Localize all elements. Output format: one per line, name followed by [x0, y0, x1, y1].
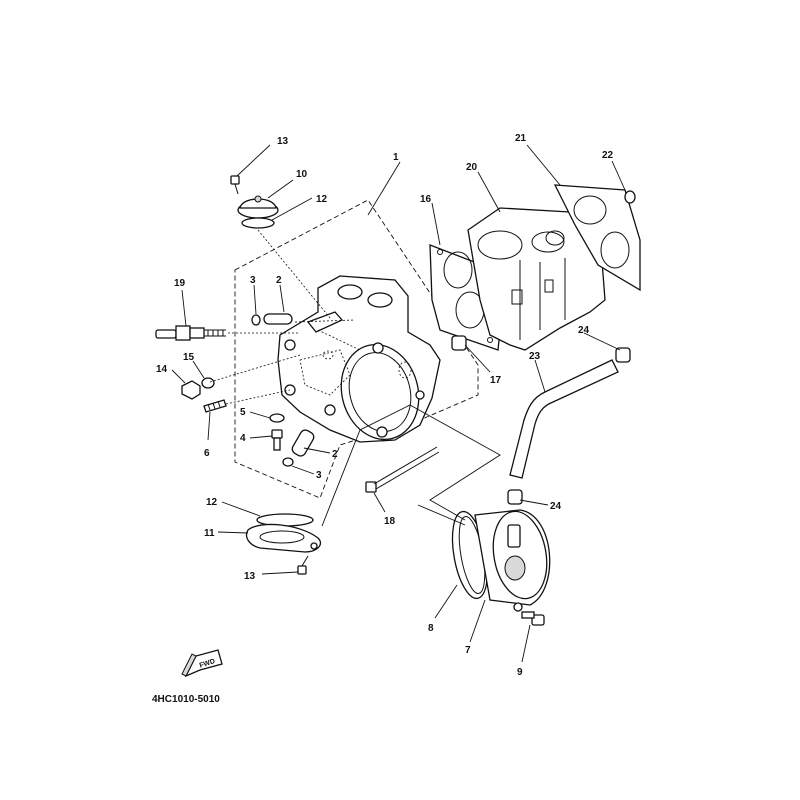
washer-5 — [269, 413, 285, 423]
washer-15 — [201, 377, 215, 389]
hose-clamp-24-top — [615, 347, 631, 363]
callout-22: 22 — [602, 150, 614, 161]
pin-3-bottom — [282, 457, 294, 467]
callout-12-bottom: 12 — [206, 497, 218, 508]
callout-3-bottom: 3 — [316, 470, 322, 481]
callout-13-top: 13 — [277, 136, 289, 147]
long-bolt-18 — [365, 446, 440, 493]
dowel-pin-22 — [624, 190, 636, 204]
callouts: 13 10 12 1 21 22 20 16 3 2 19 15 14 24 2… — [156, 133, 614, 678]
callout-19: 19 — [174, 278, 186, 289]
callout-4: 4 — [240, 433, 246, 444]
callout-11: 11 — [204, 528, 215, 539]
dowel-17 — [451, 335, 467, 351]
callout-14: 14 — [156, 364, 168, 375]
callout-1: 1 — [393, 152, 399, 163]
hose-clamp-24-bottom — [507, 489, 523, 505]
cap-10 — [237, 195, 279, 219]
bolt-13-bottom — [297, 555, 309, 575]
fwd-label: FWD — [199, 658, 216, 670]
callout-15: 15 — [183, 352, 195, 363]
callout-13-bottom: 13 — [244, 571, 256, 582]
hose-23 — [509, 359, 619, 479]
stud-6 — [203, 399, 227, 413]
callout-18: 18 — [384, 516, 396, 527]
spark-plug-19 — [155, 325, 226, 341]
callout-24-top: 24 — [578, 325, 590, 336]
cover-part-7 — [451, 509, 551, 612]
leader-lines — [171, 144, 626, 663]
nut-14 — [181, 380, 201, 400]
callout-7: 7 — [465, 645, 471, 656]
callout-8: 8 — [428, 623, 434, 634]
callout-10: 10 — [296, 169, 308, 180]
callout-21: 21 — [515, 133, 527, 144]
callout-17: 17 — [490, 375, 502, 386]
cylinder-part-20 — [467, 207, 606, 351]
bracket — [306, 311, 344, 333]
callout-2-top: 2 — [276, 275, 282, 286]
pin-3-top — [251, 314, 261, 326]
pin-2-bottom — [291, 429, 315, 457]
forward-arrow-icon: FWD — [181, 649, 223, 678]
callout-24-bottom: 24 — [550, 501, 562, 512]
bolt-13-top — [230, 175, 240, 195]
callout-16: 16 — [420, 194, 432, 205]
callout-23: 23 — [529, 351, 541, 362]
callout-2-bottom: 2 — [332, 449, 338, 460]
callout-6: 6 — [204, 448, 210, 459]
cover-11 — [245, 523, 322, 553]
pin-2-top — [263, 313, 293, 325]
callout-9: 9 — [517, 667, 523, 678]
callout-20: 20 — [466, 162, 478, 173]
callout-5: 5 — [240, 407, 246, 418]
callout-3-top: 3 — [250, 275, 256, 286]
callout-12-top: 12 — [316, 194, 328, 205]
cylinder-block-part-1 — [277, 275, 441, 443]
gasket-12-top — [241, 217, 275, 229]
bolt-4 — [271, 429, 283, 451]
diagram-code: 4HC1010-5010 — [152, 694, 220, 705]
bolt-9 — [521, 611, 545, 626]
